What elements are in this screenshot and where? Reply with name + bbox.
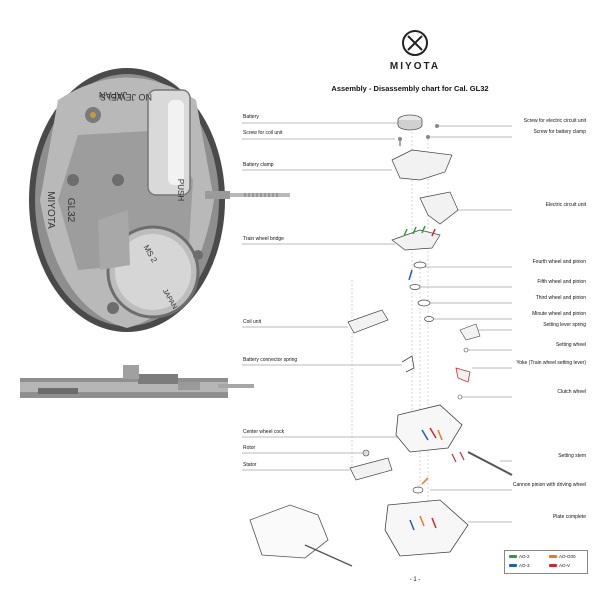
label-center-wheel-cock: Center wheel cock (243, 429, 285, 435)
label-setting-lever-spring: Setting lever spring (543, 322, 586, 328)
label-rotor: Rotor (243, 445, 256, 451)
train-wheel-bridge-part-icon (391, 229, 441, 251)
battery-part-icon (397, 114, 423, 131)
legend-item: AO-3 (509, 563, 530, 568)
engraving-japan: JAPAN (99, 90, 127, 100)
label-plate-complete: Plate complete (552, 514, 586, 520)
battery-clamp-part-icon (391, 149, 453, 181)
coil-unit-part-icon (347, 309, 389, 334)
miyota-logo-icon (402, 30, 428, 56)
plate-complete-part-icon (384, 499, 469, 557)
label-electric-circuit-unit: Electric circuit unit (545, 202, 586, 208)
brand-name: MIYOTA (389, 61, 441, 72)
battery-connector-spring-part-icon (401, 355, 415, 373)
label-clutch-wheel: Clutch wheel (557, 389, 586, 395)
watch-movement-photo: NO JEWELS JAPAN MIYOTA GL32 PUSH MS 2 JA… (18, 60, 236, 340)
legend-label: AO-G00 (559, 554, 576, 559)
legend-swatch (509, 555, 517, 559)
engraving-gl32: GL32 (65, 198, 76, 223)
label-fourth-wheel: Fourth wheel and pinion (532, 259, 586, 265)
label-battery: Battery (243, 114, 259, 120)
label-battery-connector-spring: Battery connector spring (243, 357, 298, 363)
legend-label: AO-3 (519, 563, 530, 568)
legend-label: AO-V (559, 563, 571, 568)
label-battery-clamp: Battery clamp (243, 162, 274, 168)
chart-title: Assembly - Disassembly chart for Cal. GL… (331, 84, 489, 93)
legend-item: AO-V (549, 563, 570, 568)
label-train-wheel-bridge: Train wheel bridge (243, 236, 284, 242)
legend-swatch (509, 564, 517, 568)
legend-swatch (549, 564, 557, 568)
setting-stem-part-icon (467, 451, 513, 476)
label-screw-for-electric-circuit-unit: Screw for electric circuit unit (523, 118, 586, 124)
label-screw-for-battery-clamp: Screw for battery clamp (533, 129, 586, 135)
setting-lever-spring-part-icon (459, 323, 481, 341)
center-wheel-cock-part-icon (395, 404, 463, 453)
label-setting-stem: Setting stem (558, 453, 586, 459)
electric-circuit-unit-part-icon (419, 191, 459, 225)
engraving-push: PUSH (176, 179, 185, 201)
legend-item: AO-G00 (549, 554, 576, 559)
label-yoke: Yoke (Train wheel setting lever) (516, 360, 586, 366)
label-minute-wheel: Minute wheel and pinion (532, 311, 586, 317)
label-third-wheel: Third wheel and pinion (535, 295, 586, 301)
engraving-miyota: MIYOTA (45, 191, 56, 229)
label-cannon-pinion: Cannon pinion with driving wheel (512, 482, 586, 488)
label-stator: Stator (243, 462, 257, 468)
label-fifth-wheel: Fifth wheel and pinion (537, 279, 586, 285)
plate-overview-part-icon (249, 504, 329, 559)
stator-part-icon (349, 457, 393, 481)
legend-swatch (549, 555, 557, 559)
label-setting-wheel: Setting wheel (555, 342, 586, 348)
lubricant-legend: AO-2 AO-G00 AO-3 AO-V (504, 550, 588, 574)
legend-item: AO-2 (509, 554, 530, 559)
setting-stem-photo (205, 191, 290, 199)
watch-movement-side-photo (20, 365, 254, 398)
page-number: - 1 - (409, 577, 421, 583)
label-screw-for-coil-unit: Screw for coil unit (243, 130, 283, 136)
engraving-no-jewels: NO JEWELS (100, 92, 152, 102)
label-coil-unit: Coil unit (243, 319, 262, 325)
legend-label: AO-2 (519, 554, 530, 559)
yoke-part-icon (455, 367, 471, 383)
